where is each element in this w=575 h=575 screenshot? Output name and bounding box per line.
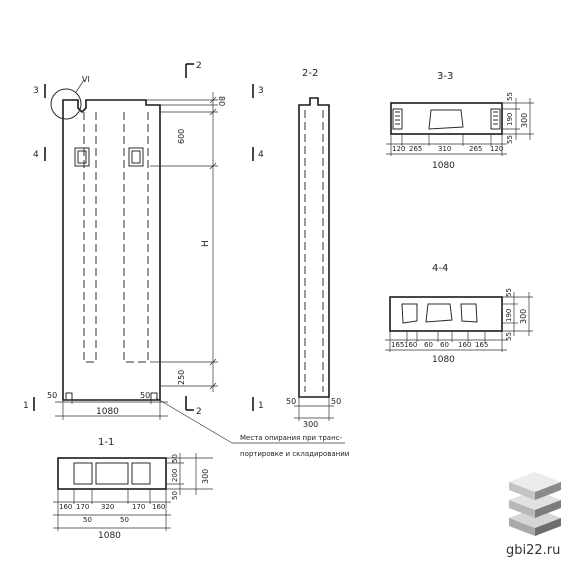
section-2-2: 2-2 50 50 300 (286, 68, 341, 429)
section-3-3-dim-55-bottom: 55 (506, 135, 514, 144)
section-2-2-outline (298, 97, 330, 398)
right-duct (123, 112, 149, 363)
section-mark-4-left: 4 (33, 150, 39, 160)
section-3-3-center-void (428, 109, 464, 130)
section-3-3-total: 1080 (432, 161, 455, 171)
dim-250: 250 (177, 370, 186, 385)
dim-h: H (201, 240, 211, 247)
section-mark-1-right: 1 (258, 401, 264, 411)
section-1-1-dim-200: 200 (171, 469, 179, 482)
section-4-4-void-left (401, 303, 418, 324)
section-3-3-outline (390, 102, 503, 135)
section-1-1-dim-50b: 50 (120, 516, 129, 524)
section-4-4: 4-4 165 160 60 60 160 165 1080 55 190 55… (385, 263, 533, 365)
section-3-3-dim-5: 120 (490, 145, 503, 153)
section-1-1-dim-50-top: 50 (171, 454, 179, 463)
section-1-1-dim-1: 160 (59, 503, 72, 511)
dim-80: 80 (217, 96, 226, 106)
left-duct (83, 112, 97, 363)
dim-50-left: 50 (47, 391, 57, 400)
section-1-1-dim-5: 160 (152, 503, 165, 511)
section-1-1-dim-2: 170 (76, 503, 89, 511)
section-1-1-title: 1-1 (98, 437, 114, 448)
left-opening (74, 147, 90, 167)
section-2-2-title: 2-2 (302, 68, 318, 79)
section-1-1-total: 1080 (98, 531, 121, 541)
note-line-2: портировке и складировании (240, 450, 349, 458)
section-4-4-dim-5: 160 (458, 341, 471, 349)
elevation-outline (62, 99, 161, 401)
section-1-1-dim-3: 320 (101, 503, 114, 511)
section-4-4-void-right (460, 303, 478, 323)
section-4-4-outline (389, 296, 503, 332)
section-mark-2-bottom: 2 (196, 407, 202, 417)
section-3-3-dim-4: 265 (469, 145, 482, 153)
section-1-1-outline (57, 457, 167, 490)
section-3-3-dim-3: 310 (438, 145, 451, 153)
section-3-3: 3-3 120 265 310 265 120 1080 55 190 (386, 71, 534, 171)
section-4-4-dim-55-bottom: 55 (505, 332, 513, 341)
section-mark-3-left: 3 (33, 86, 39, 96)
watermark-text: gbi22.ru (506, 543, 560, 558)
section-3-3-dim-1: 120 (392, 145, 405, 153)
section-3-3-dim-2: 265 (409, 145, 422, 153)
right-opening-inner (131, 150, 141, 164)
dim-1080-elevation: 1080 (96, 407, 119, 417)
section-4-4-dim-2: 160 (404, 341, 417, 349)
section-4-4-dim-1: 165 (391, 341, 404, 349)
section-4-4-dim-190: 190 (505, 309, 513, 322)
section-4-4-dim-4: 60 (440, 341, 449, 349)
section-2-2-dim-50-left: 50 (286, 397, 296, 406)
section-2-2-dim-50-right: 50 (331, 397, 341, 406)
section-4-4-dim-300: 300 (519, 309, 528, 324)
dim-600: 600 (177, 129, 186, 144)
section-2-2-dim-300: 300 (303, 420, 318, 429)
section-1-1-center-void (95, 462, 129, 485)
section-mark-3-right: 3 (258, 86, 264, 96)
dim-50-right: 50 (140, 391, 150, 400)
watermark-logo: gbi22.ru (506, 472, 561, 558)
section-1-1-dim-50a: 50 (83, 516, 92, 524)
section-4-4-dim-55-top: 55 (505, 288, 513, 297)
section-1-1-dim-50-bottom: 50 (171, 491, 179, 500)
detail-label: VI (82, 75, 90, 84)
stacked-blocks-icon (509, 472, 561, 536)
elevation-view: VI 3 4 1 3 4 1 2 2 80 600 (23, 61, 349, 458)
support-left (65, 392, 73, 401)
section-4-4-total: 1080 (432, 355, 455, 365)
section-4-4-void-center (425, 303, 453, 323)
section-mark-4-right: 4 (258, 150, 264, 160)
section-4-4-dim-6: 165 (475, 341, 488, 349)
section-3-3-title: 3-3 (437, 71, 453, 82)
section-3-3-dim-190: 190 (506, 113, 514, 126)
section-3-3-dim-300: 300 (520, 113, 529, 128)
section-3-3-dim-55-top: 55 (506, 92, 514, 101)
support-right (150, 392, 158, 401)
section-1-1: 1-1 160 170 320 170 160 50 50 1080 50 20… (53, 437, 213, 541)
section-1-1-dim-4: 170 (132, 503, 145, 511)
note-line-1: Места опирания при транс- (240, 434, 343, 442)
detail-circle (50, 88, 82, 120)
section-4-4-dim-3: 60 (424, 341, 433, 349)
right-opening (128, 147, 144, 167)
section-mark-2-top: 2 (196, 61, 202, 71)
section-4-4-title: 4-4 (432, 263, 448, 274)
left-opening-inner (77, 150, 87, 164)
section-1-1-dim-300: 300 (201, 469, 210, 484)
section-mark-1-left: 1 (23, 401, 29, 411)
